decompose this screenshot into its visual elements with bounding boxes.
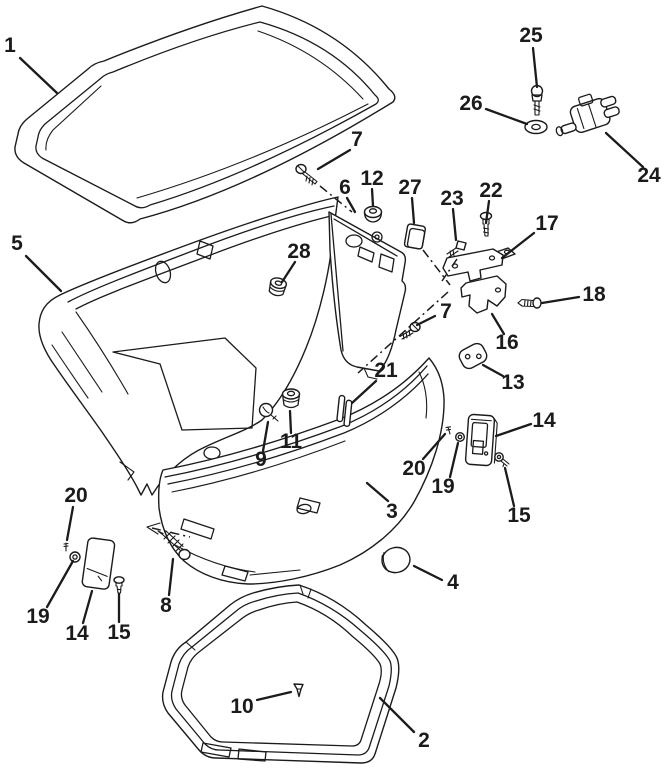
screw-25	[530, 84, 544, 116]
grommet-11	[281, 388, 301, 409]
callout-label-14-right: 14	[532, 409, 556, 432]
callout-label-19-left: 19	[26, 605, 49, 628]
callout-label-8: 8	[160, 594, 172, 617]
nut-12	[363, 205, 383, 223]
callout-label-4: 4	[447, 571, 459, 594]
callout-label-11: 11	[280, 430, 303, 453]
callout-label-15-right: 15	[507, 504, 531, 527]
callout-label-24: 24	[637, 164, 661, 187]
callout-label-28: 28	[287, 240, 311, 263]
pad-27	[403, 223, 426, 250]
part-starboard-lower-cover	[157, 357, 445, 585]
callout-label-3: 3	[386, 500, 398, 523]
pad-14-left	[81, 537, 116, 590]
assembly-axis-lines	[146, 185, 458, 538]
screw-9	[258, 402, 279, 422]
callout-label-5: 5	[11, 232, 23, 255]
washer-26	[524, 119, 548, 135]
screw-15-left	[113, 576, 125, 594]
pin-20-right	[445, 426, 452, 435]
callout-label-17: 17	[535, 212, 558, 235]
callout-label-18: 18	[582, 283, 606, 306]
callout-label-25: 25	[519, 24, 543, 47]
pad-13	[458, 342, 488, 370]
callout-label-14-left: 14	[65, 622, 89, 645]
part-top-seal-ring	[14, 5, 396, 224]
callout-labels: 1 5 7 25 26 24 6 12 27 23 22 17 18 16 13…	[4, 24, 661, 752]
callout-label-1: 1	[4, 34, 16, 57]
leader-lines	[18, 46, 645, 734]
screw-23	[446, 240, 467, 258]
screw-15-right	[494, 452, 510, 468]
lag-screw-8	[157, 530, 191, 561]
part-inner-support-plate	[328, 211, 407, 380]
callout-label-10: 10	[230, 695, 253, 718]
callout-label-26: 26	[459, 92, 482, 115]
callout-label-21: 21	[374, 359, 398, 382]
screw-18	[517, 297, 542, 309]
screw-10	[293, 683, 304, 698]
latch-14-right	[464, 413, 498, 467]
callout-label-9: 9	[255, 448, 267, 471]
callout-label-22: 22	[479, 179, 502, 202]
callout-label-12: 12	[360, 167, 383, 190]
callout-label-2: 2	[418, 729, 430, 752]
callout-label-27: 27	[398, 176, 421, 199]
callout-label-20-left: 20	[64, 484, 87, 507]
callout-label-6: 6	[339, 176, 351, 199]
screw-7-upper	[295, 163, 318, 186]
callout-label-16: 16	[495, 331, 518, 354]
callout-label-13: 13	[501, 371, 524, 394]
pin-20-left	[63, 542, 69, 552]
latch-bracket-16	[442, 248, 507, 314]
callout-label-7-upper: 7	[351, 128, 363, 151]
part-bottom-seal-ring	[161, 584, 400, 764]
callout-label-7-lower: 7	[440, 300, 452, 323]
washer-19-left	[69, 551, 81, 563]
washer-19-right	[455, 432, 466, 443]
callout-label-20-right: 20	[402, 457, 425, 480]
plug-4	[381, 546, 411, 574]
callout-label-23: 23	[440, 187, 463, 210]
callout-label-19-right: 19	[431, 475, 454, 498]
callout-label-15-left: 15	[107, 621, 131, 644]
fuel-connector-24	[555, 93, 620, 137]
pin-21	[336, 394, 353, 427]
